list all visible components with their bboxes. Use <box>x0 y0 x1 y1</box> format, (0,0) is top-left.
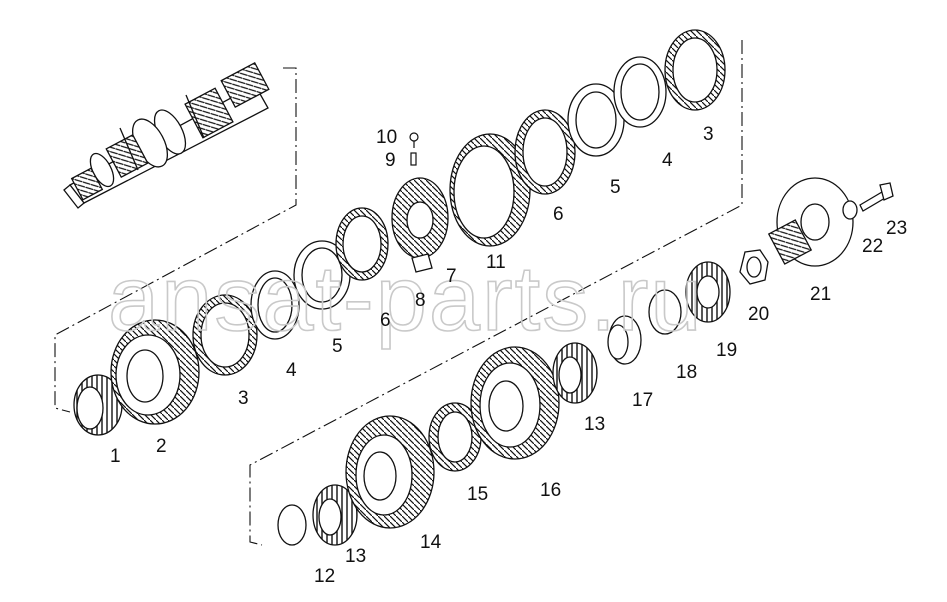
part-8-detent-block <box>411 253 433 273</box>
part-21-flange <box>767 177 854 267</box>
part-3-synchro-ring <box>192 294 258 376</box>
callout-3-b: 3 <box>703 124 714 145</box>
part-16-gear <box>470 346 560 460</box>
callout-22: 22 <box>862 236 883 257</box>
callout-23: 23 <box>886 218 907 239</box>
part-17-spacer <box>607 315 642 365</box>
part-4-ring <box>250 270 300 340</box>
part-23-bolt <box>859 182 894 212</box>
callout-5-b: 5 <box>610 177 621 198</box>
part-19-ball-bearing <box>685 261 731 323</box>
callout-1: 1 <box>110 446 121 467</box>
callout-21: 21 <box>810 284 831 305</box>
part-14-gear <box>345 415 435 529</box>
part-12-snap-ring <box>277 504 307 546</box>
part-10-ball <box>409 132 419 148</box>
part-13-needle-bearing <box>312 484 358 546</box>
part-11-sliding-sleeve <box>449 133 531 247</box>
callout-6: 6 <box>380 310 391 331</box>
callout-3: 3 <box>238 388 249 409</box>
part-22-washer <box>842 200 858 220</box>
callout-13-b: 13 <box>584 414 605 435</box>
main-shaft <box>63 61 270 209</box>
callout-18: 18 <box>676 362 697 383</box>
callout-19: 19 <box>716 340 737 361</box>
callout-4: 4 <box>286 360 297 381</box>
part-13-needle-bearing-b <box>552 342 598 404</box>
callout-4-b: 4 <box>662 150 673 171</box>
callout-11: 11 <box>486 252 506 273</box>
callout-17: 17 <box>632 390 653 411</box>
part-6-synchro-ring-b <box>514 109 576 195</box>
assembly-axis-lines <box>54 40 743 546</box>
callout-9: 9 <box>385 150 396 171</box>
callout-14: 14 <box>420 532 442 553</box>
callout-13: 13 <box>345 546 366 567</box>
callout-6-b: 6 <box>553 204 564 225</box>
callout-7: 7 <box>446 266 457 287</box>
part-3-synchro-ring-b <box>664 29 726 111</box>
part-6-synchro-ring <box>335 207 389 281</box>
callout-labels: 1 2 3 4 5 6 7 8 9 10 11 6 5 4 3 12 13 14… <box>110 124 907 587</box>
watermark-text: ansat-parts.ru <box>108 248 704 350</box>
callout-12: 12 <box>314 566 335 587</box>
callout-8: 8 <box>415 290 426 311</box>
callout-20: 20 <box>748 304 769 325</box>
part-15-synchro-ring <box>428 402 482 472</box>
part-4-ring-b <box>613 56 667 128</box>
callout-2: 2 <box>156 436 167 457</box>
part-7-synchro-hub <box>391 177 449 259</box>
part-5-ring <box>293 240 351 310</box>
part-2-gear <box>110 319 200 425</box>
part-9-spring <box>410 152 417 166</box>
callout-5: 5 <box>332 336 343 357</box>
part-18-snap-ring <box>648 289 682 335</box>
callout-16: 16 <box>540 480 561 501</box>
callout-15: 15 <box>467 484 488 505</box>
callout-10: 10 <box>376 127 397 148</box>
part-20-nut <box>739 249 769 285</box>
